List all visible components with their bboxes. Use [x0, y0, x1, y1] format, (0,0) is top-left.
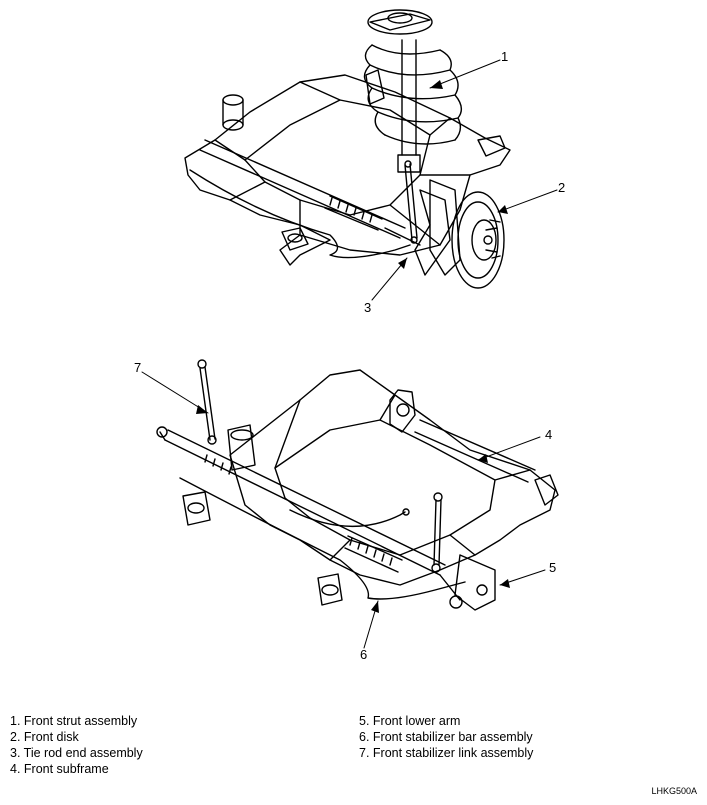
figure-code: LHKG500A: [651, 786, 697, 796]
legend-item: 3. Tie rod end assembly: [10, 746, 143, 760]
callout-7: 7: [134, 360, 142, 375]
legend-item: 6. Front stabilizer bar assembly: [359, 730, 533, 744]
callout-2: 2: [558, 180, 566, 195]
legend-item: 2. Front disk: [10, 730, 79, 744]
callout-6: 6: [360, 647, 368, 662]
callout-1: 1: [501, 49, 509, 64]
legend-left: 1. Front strut assembly 2. Front disk 3.…: [10, 713, 143, 777]
legend-right: 5. Front lower arm 6. Front stabilizer b…: [359, 713, 533, 761]
lower-subframe-assembly: [156, 359, 559, 611]
legend-item: 1. Front strut assembly: [10, 714, 138, 728]
leader-arrowheads: [196, 80, 510, 613]
legend-item: 4. Front subframe: [10, 762, 109, 776]
callout-3: 3: [364, 300, 372, 315]
upper-subframe-assembly: [184, 9, 511, 289]
legend-item: 7. Front stabilizer link assembly: [359, 746, 534, 760]
legend-item: 5. Front lower arm: [359, 714, 461, 728]
callout-5: 5: [549, 560, 557, 575]
callout-4: 4: [545, 427, 553, 442]
suspension-illustration: [141, 9, 559, 649]
